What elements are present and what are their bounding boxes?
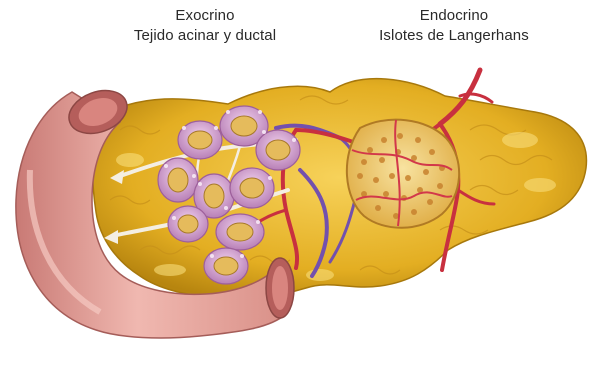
acinus — [204, 248, 248, 284]
acinus — [168, 206, 208, 242]
acinus — [158, 158, 198, 202]
islet-of-langerhans — [347, 120, 459, 228]
acinus — [256, 130, 300, 170]
acinus — [216, 214, 264, 250]
acinus — [230, 168, 274, 208]
